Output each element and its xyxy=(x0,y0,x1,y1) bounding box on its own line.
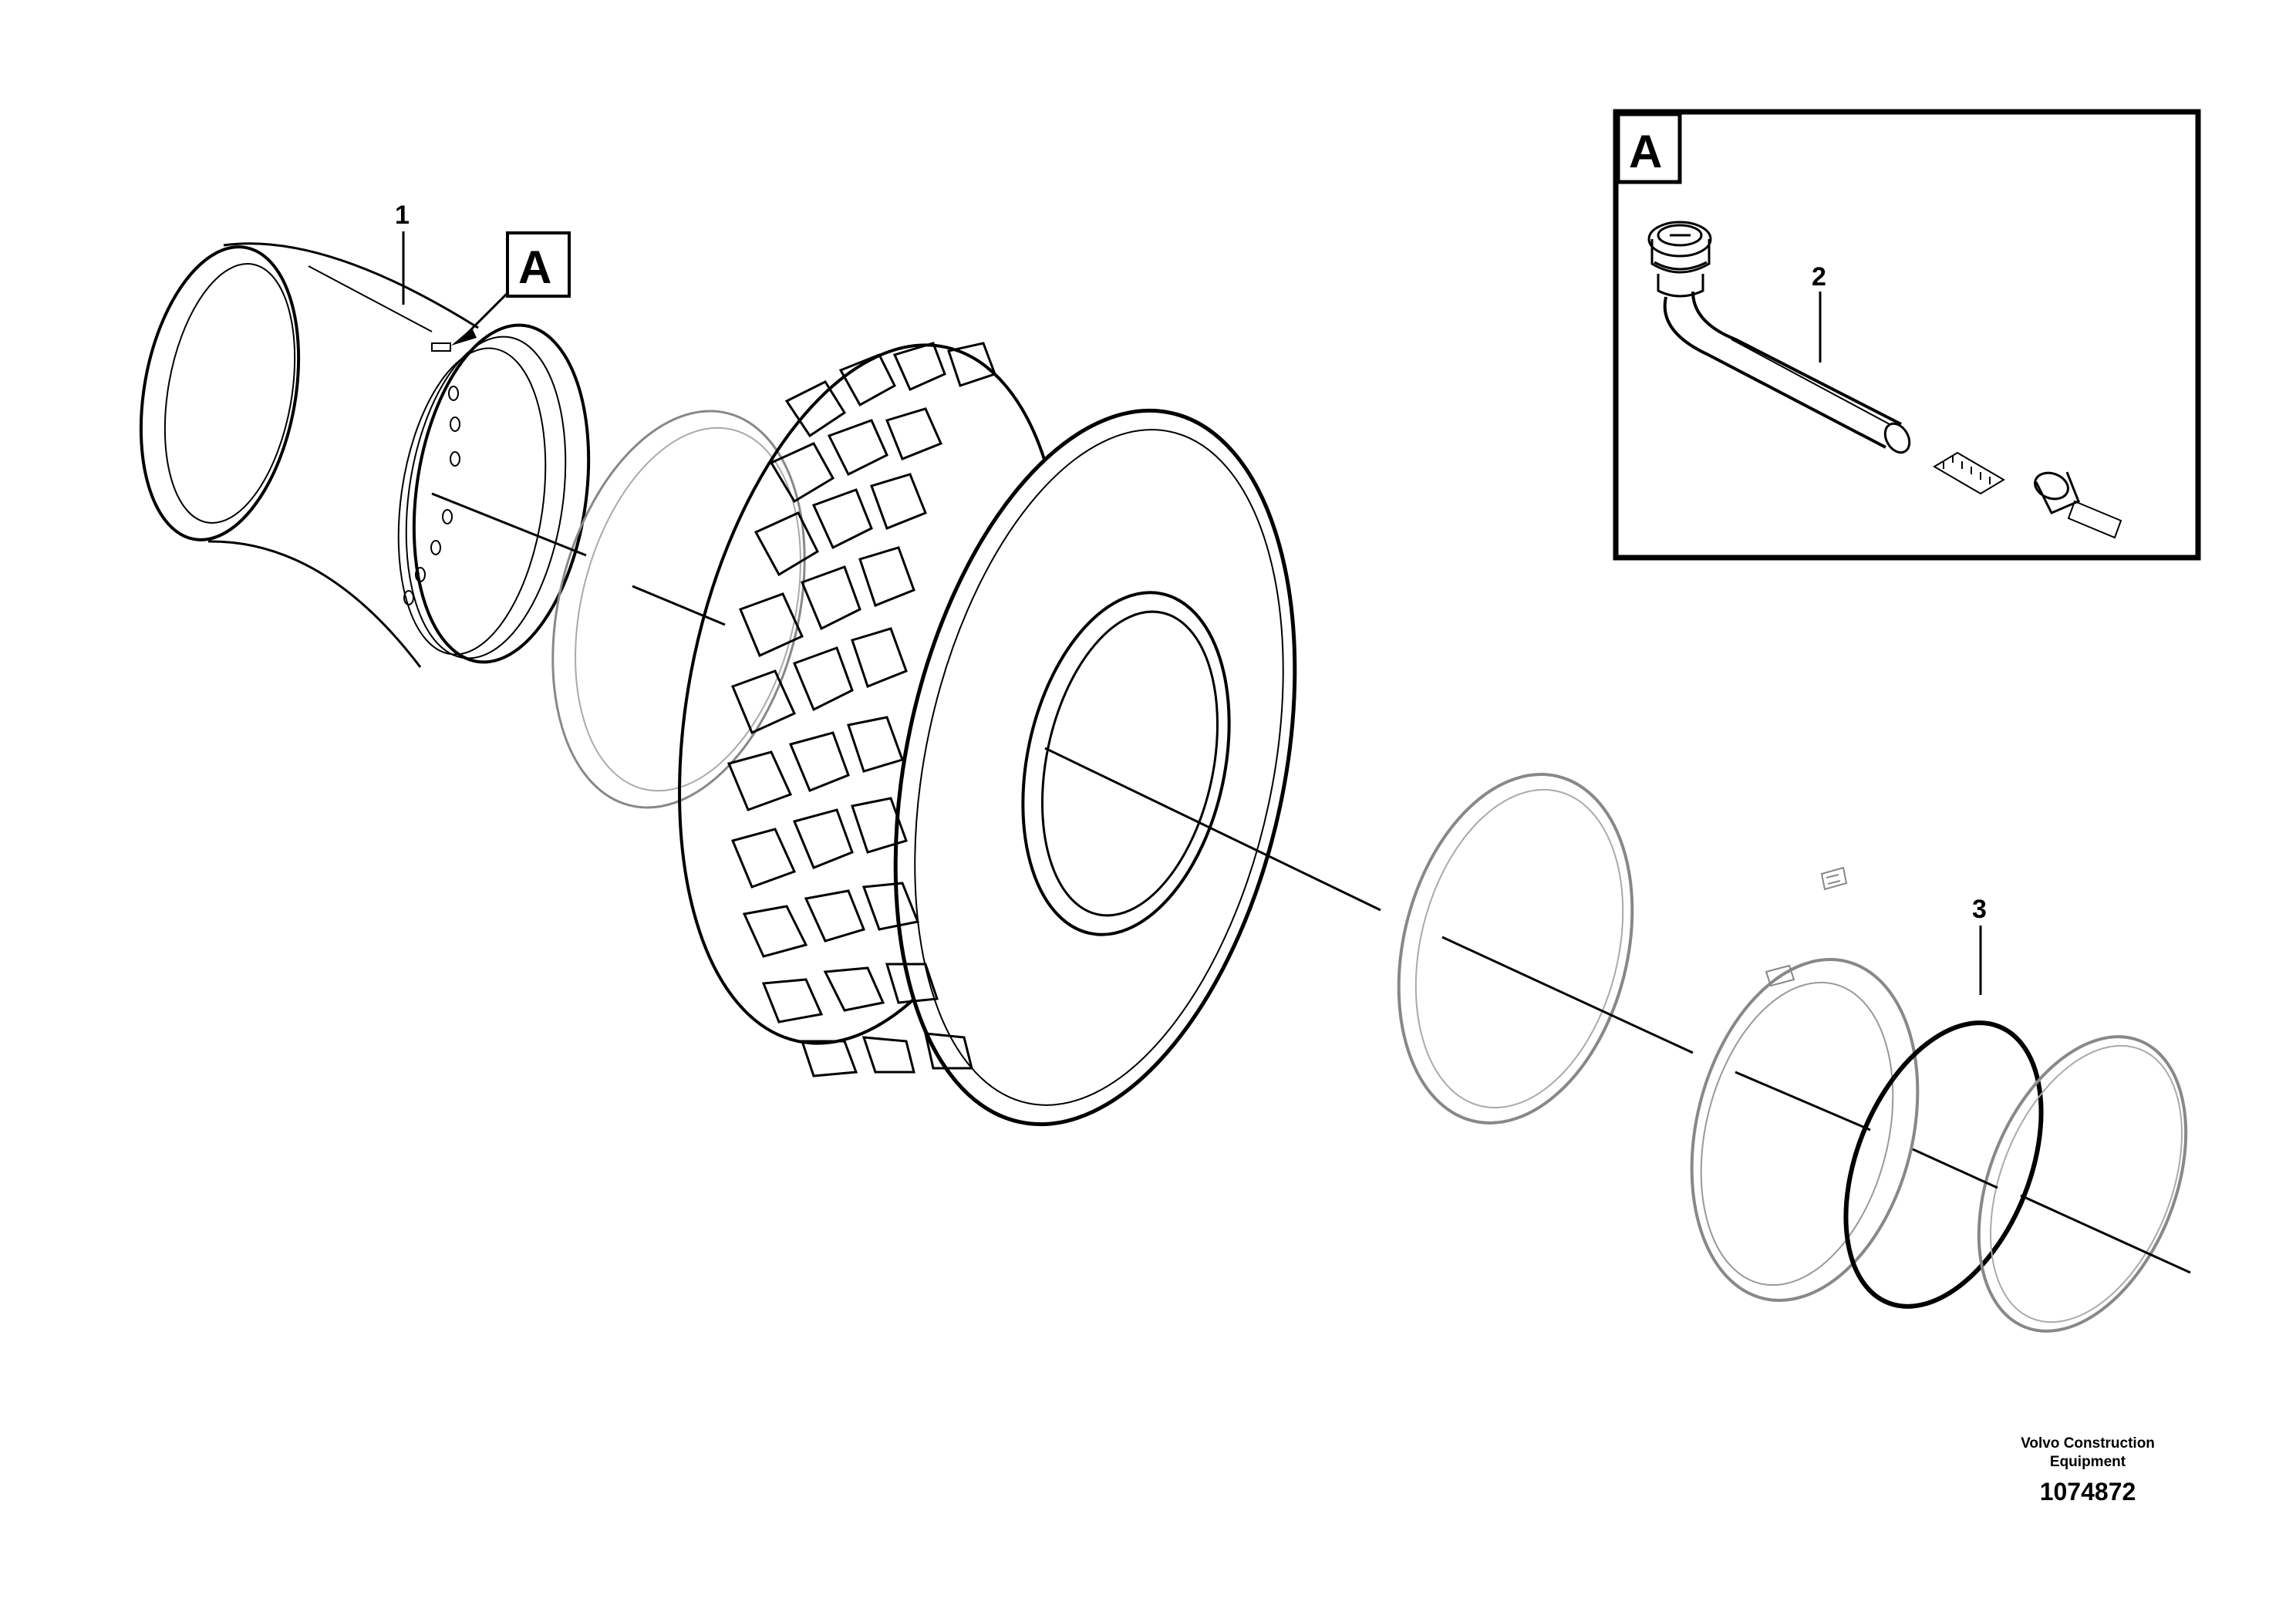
assembly-axis-line xyxy=(431,492,2191,1274)
rim-callout-number: 1 xyxy=(395,201,410,230)
publisher-credit: Volvo Construction Equipment 1074872 xyxy=(1988,1435,2188,1507)
svg-text:A: A xyxy=(518,241,551,293)
inner-lock-ring xyxy=(551,410,806,809)
valve-callout-number: 2 xyxy=(1812,262,1826,292)
valve-assembly xyxy=(1647,221,2122,539)
side-ring xyxy=(1977,1035,2188,1333)
credit-line-1: Volvo Construction xyxy=(2021,1435,2155,1452)
credit-line-2: Equipment xyxy=(2049,1454,2126,1470)
tire-tread-blocks xyxy=(727,342,996,1077)
rim-bolt-holes xyxy=(403,386,460,605)
detail-a-label: A xyxy=(1629,126,1662,177)
lock-clip xyxy=(1820,866,1848,891)
o-ring xyxy=(1843,1020,2044,1309)
detail-a-pointer: A xyxy=(451,231,571,346)
tire xyxy=(678,342,1297,1127)
o-ring-callout-number: 3 xyxy=(1972,895,1987,924)
lock-ring xyxy=(1690,958,1920,1302)
illustration-number: 1074872 xyxy=(2039,1478,2136,1506)
bead-seat-ring xyxy=(1397,773,1634,1125)
rim xyxy=(139,242,591,668)
detail-a-inset: A 2 xyxy=(1613,109,2201,561)
